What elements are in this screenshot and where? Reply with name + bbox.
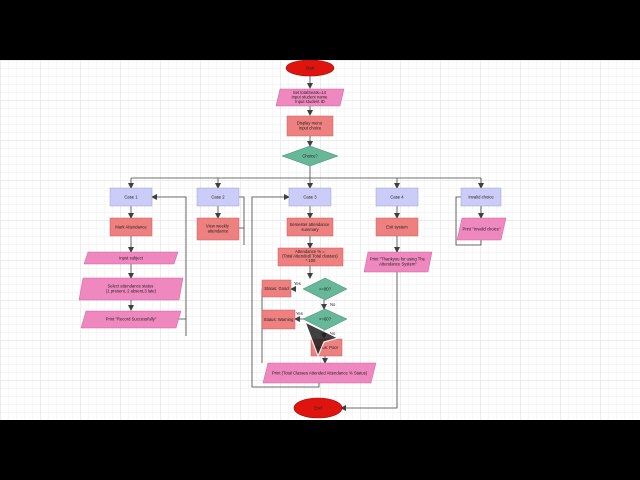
flowchart: Start Set totalSeats=14 Input student na…: [78, 60, 507, 419]
edge-invalid-loop: [455, 196, 482, 246]
cond-60-decision: [302, 308, 348, 331]
status-good-process: [261, 279, 292, 298]
init-label: Set totalSeats=14 Input student name Inp…: [291, 90, 328, 104]
formula-line-3: * 100: [306, 258, 316, 263]
print-thanks-line-1: Print "Thankyou for using The: [370, 257, 426, 262]
invalid-box: [460, 187, 502, 207]
mark-attendance-process: [109, 217, 153, 237]
edge-label-yes-2: Yes: [296, 311, 303, 316]
print-total-label: Print (Total Classes Attended Attendance…: [272, 371, 368, 376]
print-thanks-line-2: Attendance System": [379, 262, 417, 267]
view-weekly-line-1: View weekly: [206, 224, 230, 229]
status-warning-label: Status: Warning: [264, 317, 294, 322]
menu-label: Display menu Input choice: [297, 121, 324, 131]
end-label: End: [314, 406, 322, 411]
formula-line-1: Attendance % =: [295, 249, 325, 254]
select-status-io: [78, 277, 184, 301]
formula-process: [277, 247, 344, 267]
diagram-canvas: Start Set totalSeats=14 Input student na…: [0, 60, 640, 420]
cond-80-label: >=80?: [319, 287, 332, 292]
formula-line-2: (Total Attended/ Total classes): [282, 254, 338, 259]
case3-label: Case 3: [303, 195, 317, 200]
choice-label: Choice?: [302, 154, 318, 159]
view-weekly-line-2: attendance: [208, 229, 229, 234]
print-record-io: [80, 310, 182, 329]
case1-box: [109, 187, 153, 207]
view-weekly-label: View weekly attendance: [206, 224, 230, 234]
exit-system-process: [375, 217, 419, 237]
status-poor-label: Status: Poor: [315, 345, 339, 350]
edge-case3-loop: [251, 194, 320, 388]
case3-box: [288, 187, 332, 207]
connectors: [128, 76, 484, 411]
print-invalid-io: [456, 217, 507, 241]
start-terminator: [285, 60, 335, 77]
edge-label-no-1: No: [330, 302, 336, 307]
semester-line-1: Semester attendance: [290, 222, 330, 227]
semester-summary-process: [286, 217, 334, 237]
invalid-label: Invalid choice: [468, 195, 494, 200]
view-weekly-process: [196, 217, 240, 241]
status-warning-process: [261, 309, 296, 330]
edge-case1-loop: [151, 194, 187, 336]
init-line-3: Input student ID: [295, 99, 325, 104]
end-terminator: [293, 397, 343, 419]
mouse-cursor-icon: [304, 321, 339, 357]
start-label: Start: [306, 66, 316, 71]
init-io: [275, 88, 345, 107]
nodes: Start Set totalSeats=14 Input student na…: [78, 60, 507, 419]
print-invalid-label: Print "Invalid choice": [462, 227, 501, 232]
select-status-label: Select attendance status (1 present, 2 a…: [106, 284, 157, 294]
cond-80-decision: [302, 277, 348, 301]
print-thanks-io: [363, 251, 433, 273]
case1-label: Case 1: [124, 195, 138, 200]
print-total-io: [262, 362, 377, 384]
init-line-1: Set totalSeats=14: [293, 90, 327, 95]
input-subject-label: Input subject: [119, 256, 144, 261]
init-line-2: Input student name: [291, 95, 328, 100]
choice-decision: [281, 145, 339, 167]
menu-line-2: Input choice: [299, 126, 322, 131]
print-record-label: Print "Record Successfully": [106, 317, 157, 322]
semester-line-2: summary: [301, 227, 319, 232]
input-subject-io: [83, 251, 179, 265]
exit-system-label: Exit system: [386, 225, 408, 230]
menu-process: [286, 115, 334, 137]
semester-summary-label: Semester attendance summary: [290, 222, 331, 232]
mark-attendance-label: Mark Attendance: [115, 225, 147, 230]
edge-thanks-end: [340, 272, 398, 411]
formula-label: Attendance % = (Total Attended/ Total cl…: [282, 249, 339, 263]
edge-label-no-2: No: [330, 331, 336, 336]
edge-labels: Yes No Yes No: [294, 281, 336, 336]
case4-label: Case 4: [390, 195, 404, 200]
case2-label: Case 2: [211, 195, 225, 200]
menu-line-1: Display menu: [297, 121, 323, 126]
cond-60-label: >=60?: [319, 317, 332, 322]
select-status-line-1: Select attendance status: [107, 284, 153, 289]
print-thanks-label: Print "Thankyou for using The Attendance…: [370, 257, 426, 267]
edge-label-yes-1: Yes: [294, 281, 301, 286]
select-status-line-2: (1 present, 2 absent,3 late): [106, 289, 157, 294]
edge-case2-loop: [239, 196, 245, 245]
case2-box: [196, 187, 240, 207]
case4-box: [375, 187, 419, 207]
status-good-label: Status: Good: [264, 286, 289, 291]
